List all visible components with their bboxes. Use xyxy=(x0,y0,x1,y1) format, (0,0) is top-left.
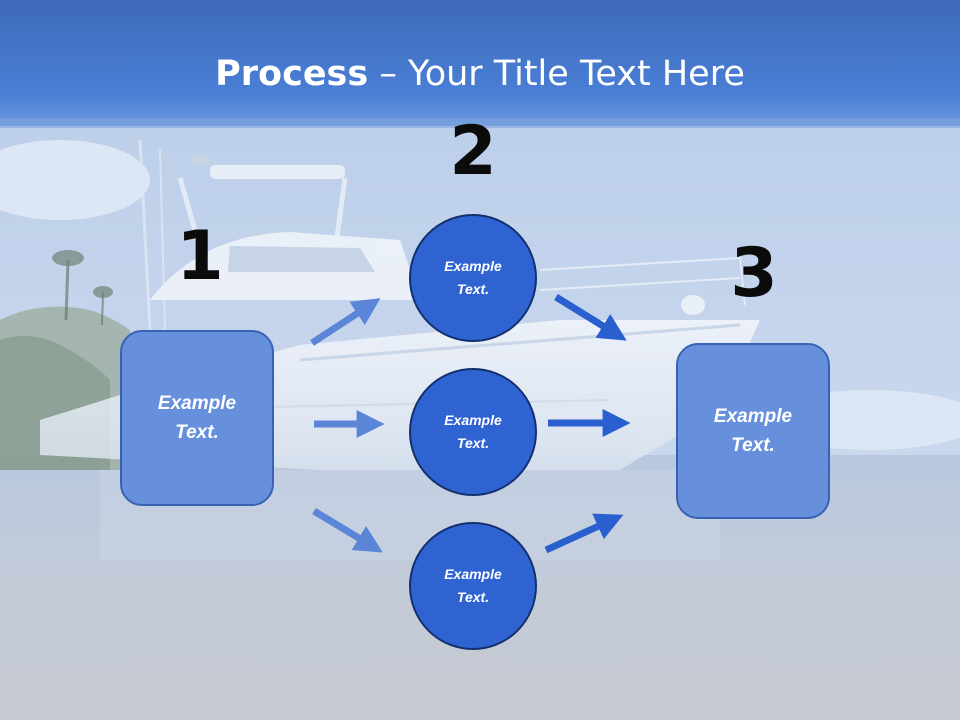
circle-middle: Example Text. xyxy=(409,368,537,496)
slide-title: Process – Your Title Text Here xyxy=(0,52,960,96)
step-number-1: 1 xyxy=(176,217,224,296)
step-number-3: 3 xyxy=(730,234,778,313)
left-text-box: Example Text. xyxy=(120,330,274,506)
step-number-2: 2 xyxy=(449,112,497,191)
title-rest: – Your Title Text Here xyxy=(368,54,745,94)
circle-top: Example Text. xyxy=(409,214,537,342)
right-text-box: Example Text. xyxy=(676,343,830,519)
title-strong: Process xyxy=(215,54,369,94)
circle-bottom: Example Text. xyxy=(409,522,537,650)
